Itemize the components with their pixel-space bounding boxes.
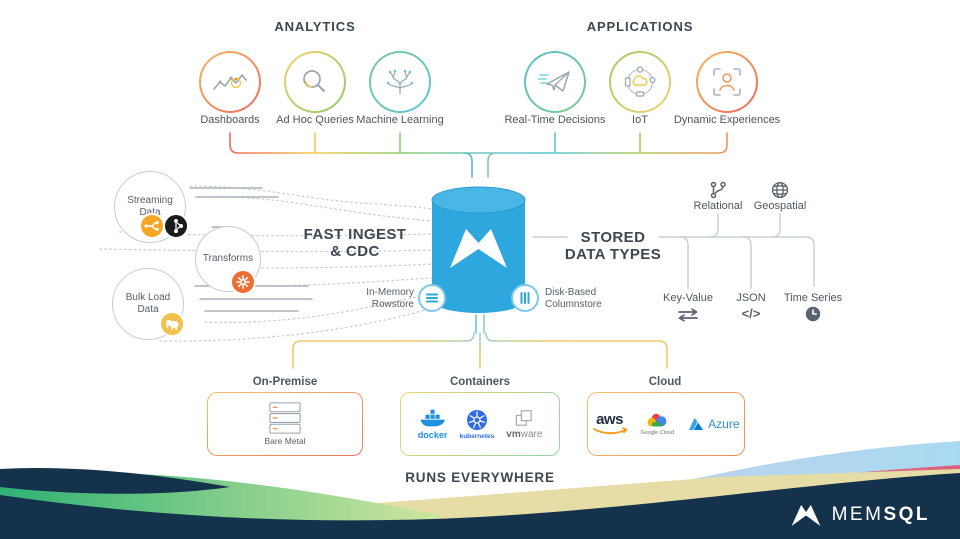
vmware-logo: vmware bbox=[506, 409, 542, 440]
memsql-m-logo bbox=[450, 229, 507, 268]
fast-ingest-title: FAST INGEST & CDC bbox=[303, 226, 407, 260]
stream-fork-icon bbox=[139, 213, 165, 239]
google-cloud-icon bbox=[647, 413, 667, 427]
aws-logo: aws bbox=[592, 410, 627, 436]
server-rack-icon bbox=[269, 402, 301, 434]
rtd-circle bbox=[524, 51, 586, 113]
google-cloud-logo: Google Cloud bbox=[640, 412, 675, 436]
relational-label: Relational bbox=[693, 200, 743, 212]
neural-tree-icon bbox=[386, 69, 414, 95]
adhoc-circle bbox=[284, 51, 346, 113]
azure-icon bbox=[689, 418, 704, 430]
docker-whale-icon bbox=[420, 409, 445, 427]
ml-label: Machine Learning bbox=[356, 114, 444, 126]
vmware-label-bold: vm bbox=[506, 428, 521, 440]
streaming-data-label: Streaming Data bbox=[127, 195, 173, 218]
memsql-wordmark: MEMSQL bbox=[832, 504, 930, 526]
runs-everywhere-title: RUNS EVERYWHERE bbox=[405, 470, 555, 485]
iot-orbit-icon bbox=[624, 66, 656, 97]
onpremise-box: Bare Metal bbox=[207, 392, 363, 456]
dashboards-label: Dashboards bbox=[200, 114, 260, 126]
brand-sql: SQL bbox=[883, 504, 930, 525]
docker-label: docker bbox=[417, 430, 448, 440]
vmware-boxes-icon bbox=[516, 409, 533, 426]
spark-icon bbox=[230, 269, 256, 295]
ml-circle bbox=[369, 51, 431, 113]
cloud-label: Cloud bbox=[648, 376, 682, 388]
vmware-label-light: ware bbox=[520, 428, 543, 440]
iot-label: IoT bbox=[632, 114, 648, 126]
paper-plane-icon bbox=[538, 71, 570, 92]
aws-label: aws bbox=[596, 410, 623, 428]
globe-icon bbox=[771, 181, 789, 199]
dynexp-circle bbox=[696, 51, 758, 113]
iot-circle bbox=[609, 51, 671, 113]
kubernetes-wheel-icon bbox=[466, 409, 487, 430]
brand-mem: MEM bbox=[831, 504, 884, 525]
kubernetes-label: kubernetes bbox=[459, 432, 495, 440]
kubernetes-logo: kubernetes bbox=[459, 409, 495, 440]
containers-box: docker kubernetes vmware bbox=[400, 392, 560, 456]
bulk-load-label: Bulk Load Data bbox=[125, 292, 171, 315]
memsql-m-icon bbox=[791, 504, 821, 527]
azure-label: Azure bbox=[708, 417, 740, 431]
azure-logo: Azure bbox=[688, 417, 740, 431]
stored-types-title: STORED DATA TYPES bbox=[564, 229, 662, 263]
json-label: JSON bbox=[736, 292, 766, 304]
rowstore-label: In-Memory Rowstore bbox=[366, 287, 414, 310]
memsql-brand: MEMSQL bbox=[789, 503, 930, 527]
dashboards-circle bbox=[199, 51, 261, 113]
git-branch-icon bbox=[709, 181, 727, 199]
analytics-title: ANALYTICS bbox=[274, 19, 356, 34]
top-connector-tree bbox=[229, 132, 728, 178]
stored-types-tree bbox=[532, 213, 815, 289]
rowstore-icon bbox=[418, 284, 446, 312]
bottom-connector-tree bbox=[292, 314, 668, 369]
line-chart-icon bbox=[213, 74, 247, 90]
swap-arrows-icon bbox=[677, 308, 699, 322]
transforms-label: Transforms bbox=[202, 253, 254, 264]
magnifier-icon bbox=[303, 70, 325, 92]
database-cylinder bbox=[431, 186, 526, 313]
columnstore-label: Disk-Based Columnstore bbox=[545, 287, 602, 310]
kafka-icon bbox=[163, 213, 189, 239]
columnstore-icon bbox=[511, 284, 539, 312]
docker-logo: docker bbox=[418, 408, 448, 440]
clock-icon bbox=[805, 306, 821, 322]
person-scan-icon bbox=[713, 68, 741, 96]
bare-metal-label: Bare Metal bbox=[264, 436, 306, 446]
google-cloud-label: Google Cloud bbox=[640, 430, 675, 436]
dynexp-label: Dynamic Experiences bbox=[673, 114, 781, 126]
cloud-box: aws Google Cloud Azure bbox=[587, 392, 745, 456]
footer-wave-art bbox=[0, 441, 960, 539]
hadoop-icon bbox=[159, 311, 185, 337]
keyvalue-label: Key-Value bbox=[663, 292, 713, 304]
adhoc-label: Ad Hoc Queries bbox=[276, 114, 354, 126]
code-icon: </> bbox=[741, 306, 761, 321]
timeseries-label: Time Series bbox=[783, 292, 843, 304]
applications-title: APPLICATIONS bbox=[586, 19, 694, 34]
containers-label: Containers bbox=[449, 376, 511, 388]
geospatial-label: Geospatial bbox=[753, 200, 807, 212]
aws-smile-icon bbox=[592, 426, 627, 434]
rtd-label: Real-Time Decisions bbox=[504, 114, 606, 126]
onpremise-label: On-Premise bbox=[252, 376, 318, 388]
